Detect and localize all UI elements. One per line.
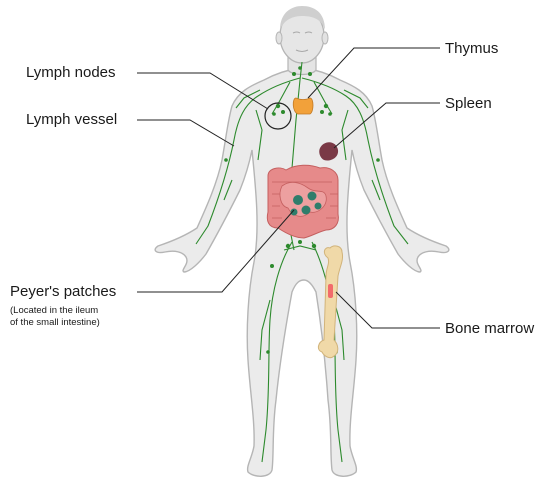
label-lymph-vessel: Lymph vessel — [26, 111, 117, 129]
label-spleen: Spleen — [445, 95, 492, 113]
label-peyers-patches: Peyer's patches — [10, 283, 116, 301]
bone-marrow-region — [328, 284, 333, 298]
leader-lymph-vessel — [137, 120, 234, 146]
human-body-outline — [155, 56, 449, 476]
intestines — [267, 165, 338, 238]
label-peyers-note-line1: (Located in the ileum — [10, 305, 98, 316]
label-bone-marrow: Bone marrow — [445, 320, 534, 338]
head — [276, 6, 328, 63]
label-lymph-nodes: Lymph nodes — [26, 64, 116, 82]
label-thymus: Thymus — [445, 40, 498, 58]
label-peyers-note-line2: of the small intestine) — [10, 317, 100, 328]
thymus-organ — [293, 98, 313, 114]
